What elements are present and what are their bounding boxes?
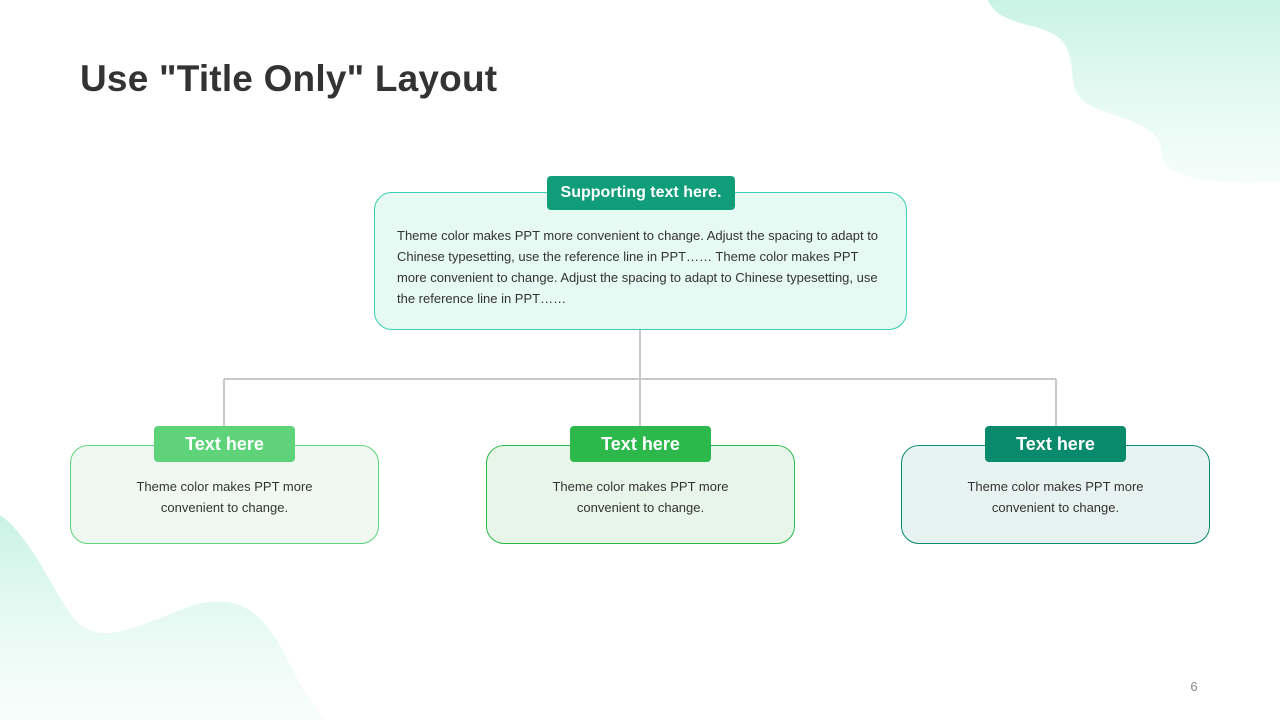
child-node-box-3: Theme color makes PPT more convenient to… — [901, 445, 1210, 544]
child-node-label-2: Text here — [570, 426, 711, 462]
root-node-body: Theme color makes PPT more convenient to… — [397, 228, 879, 306]
page-number: 6 — [1190, 679, 1198, 694]
child-node-body-2: Theme color makes PPT more convenient to… — [552, 479, 729, 515]
child-node-body-1: Theme color makes PPT more convenient to… — [136, 479, 313, 515]
slide-title: Use "Title Only" Layout — [80, 58, 498, 99]
child-node-label-3: Text here — [985, 426, 1126, 462]
child-node-label-1: Text here — [154, 426, 295, 462]
child-node-body-3: Theme color makes PPT more convenient to… — [967, 479, 1144, 515]
root-node-box: Theme color makes PPT more convenient to… — [374, 192, 907, 330]
root-node-label: Supporting text here. — [547, 176, 735, 210]
